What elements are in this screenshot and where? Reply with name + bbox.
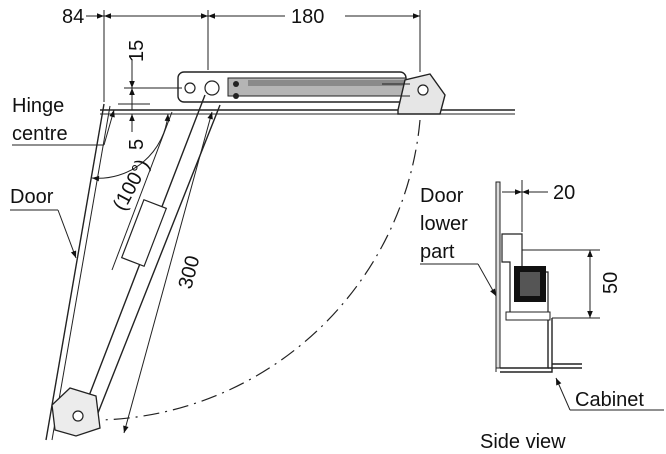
angle-100-dimension: (100°) [91,113,171,214]
dimension-5: 5 [118,103,150,150]
hinge-centre-label-2: centre [12,123,68,145]
door-lower-part-label-2: lower [420,213,468,235]
side-view-drawing: 20 50 [495,180,622,373]
dimension-15: 15 [124,40,182,110]
dim-5-text: 5 [126,139,148,150]
dimension-180: 180 [104,6,421,72]
dim-20-text: 20 [553,182,575,204]
sweep-arc [99,119,421,421]
cabinet-callout: Cabinet [555,377,664,411]
dim-180-text: 180 [291,6,324,28]
side-view-caption: Side view [480,431,566,453]
hinge-centre-callout: Hinge centre [12,95,115,146]
dim-50-text: 50 [600,272,622,294]
dim-15-text: 15 [126,40,148,62]
cabinet-label: Cabinet [575,389,644,411]
hinge-centre-label-1: Hinge [12,95,64,117]
door-callout: Door [10,186,77,259]
door-label: Door [10,186,54,208]
stay-mechanism-closed [177,71,446,115]
dim-84-text: 84 [62,6,84,28]
door-open-outline [45,103,111,441]
dim-300-text: 300 [175,253,205,291]
door-lower-part-callout: Door lower part [420,185,497,297]
door-lower-part-label-3: part [420,241,455,263]
door-lower-part-label-1: Door [420,185,464,207]
dimension-84: 84 [62,6,105,102]
